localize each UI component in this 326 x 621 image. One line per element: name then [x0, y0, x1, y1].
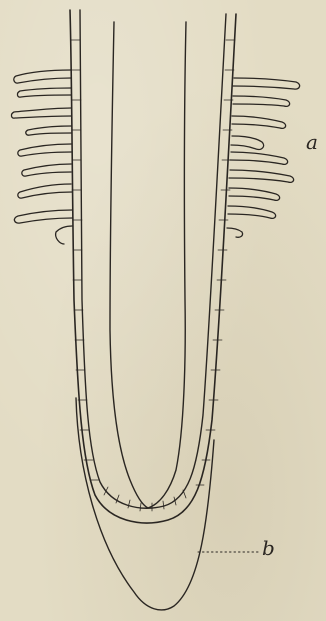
root-cap-outline [76, 398, 214, 610]
root-hairs-left [11, 70, 72, 244]
central-cylinder-left [110, 22, 148, 508]
label-a: a [306, 132, 318, 152]
epidermis-outer-wall [70, 10, 236, 523]
epidermis-cells-bottom [104, 487, 186, 511]
epidermis-cells-left [71, 40, 99, 480]
label-b: b [262, 538, 275, 558]
root-hairs-right [227, 78, 300, 237]
epidermis-inner-wall [80, 10, 226, 508]
central-cylinder-right [148, 22, 186, 508]
epidermis-cells-right [196, 40, 235, 485]
